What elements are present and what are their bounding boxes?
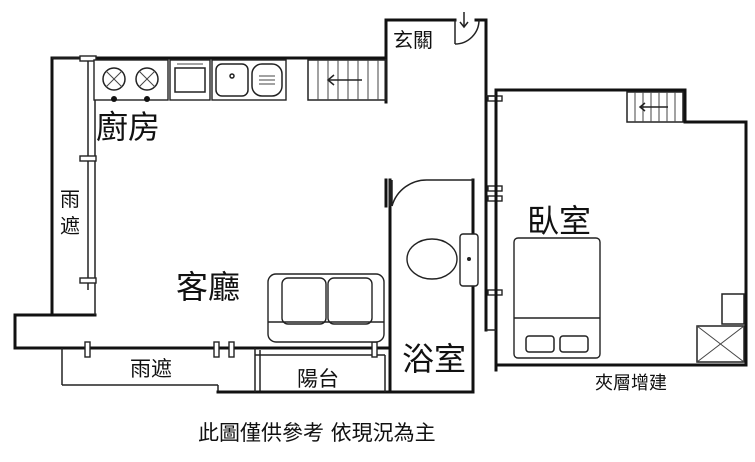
room-label-entrance: 玄關 — [393, 28, 433, 52]
room-label-kitchen: 廚房 — [96, 108, 160, 146]
main-stairs — [307, 59, 387, 101]
footer-note: 此圖僅供參考 依現況為主 — [198, 421, 436, 445]
bed — [513, 237, 601, 359]
room-label-bedroom: 臥室 — [527, 202, 591, 240]
bathroom-door — [389, 179, 429, 207]
bedroom-walls — [486, 88, 748, 372]
room-label-rain-shelter-left-2: 遮 — [60, 214, 80, 238]
room-label-rain-shelter-bottom: 雨遮 — [130, 357, 172, 381]
bedroom-stairs — [626, 91, 684, 123]
room-label-living-room: 客廳 — [176, 268, 240, 306]
room-label-mezzanine: 夾層增建 — [595, 373, 667, 394]
room-label-balcony: 陽台 — [297, 367, 339, 391]
entrance-door — [454, 12, 480, 45]
cabinet — [696, 293, 745, 363]
kitchen-counter — [93, 59, 287, 102]
toilet — [406, 233, 479, 287]
room-label-rain-shelter-left-1: 雨 — [60, 187, 80, 211]
sofa — [267, 273, 385, 343]
room-label-bathroom: 浴室 — [402, 340, 466, 378]
